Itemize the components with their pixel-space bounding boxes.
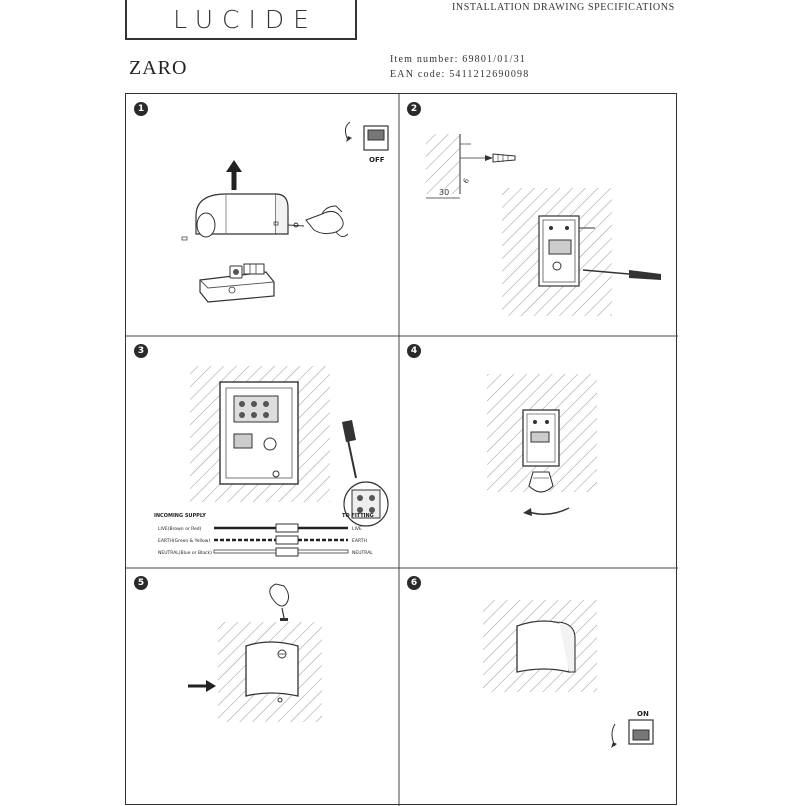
dimension-30: 30 — [439, 188, 449, 197]
step-3-panel: 3 INCOMING SUPPLY TO FITTING LIVE(Brown … — [126, 336, 399, 568]
step-6-illustration: ON — [483, 600, 654, 748]
brand-logo: LUCIDE — [125, 0, 357, 40]
dimension-6: 6 — [462, 177, 471, 185]
step-2-illustration: 30 6 — [426, 134, 661, 316]
step-4-panel: 4 — [399, 336, 678, 568]
step-4-badge: 4 — [407, 344, 421, 358]
document-title: INSTALLATION DRAWING SPECIFICATIONS — [452, 2, 675, 13]
step-6-panel: 6 ON — [399, 568, 678, 806]
brand-name: LUCIDE — [173, 4, 318, 34]
live-left-label: LIVE(Brown or Red) — [158, 526, 202, 532]
on-label: ON — [637, 710, 649, 718]
incoming-supply-label: INCOMING SUPPLY — [154, 513, 206, 519]
step-4-illustration — [487, 374, 597, 516]
step-2-panel: 2 30 6 — [399, 94, 678, 336]
earth-right-label: EARTH — [352, 538, 367, 544]
off-label: OFF — [369, 156, 385, 164]
instruction-sheet: 1 — [125, 93, 678, 806]
neutral-right-label: NEUTRAL — [352, 550, 373, 556]
step-1-panel: 1 — [126, 94, 399, 336]
earth-left-label: EARTH(Green & Yellow) — [158, 538, 210, 544]
step-5-badge: 5 — [134, 576, 148, 590]
step-3-badge: 3 — [134, 344, 148, 358]
ean-code: EAN code: 5411212690098 — [390, 69, 530, 80]
step-2-badge: 2 — [407, 102, 421, 116]
step-1-illustration: OFF — [181, 121, 389, 303]
item-number: Item number: 69801/01/31 — [390, 54, 527, 65]
live-right-label: LIVE — [352, 526, 362, 532]
to-fitting-label: TO FITTING — [342, 513, 374, 519]
product-name: ZARO — [129, 57, 188, 79]
step-3-illustration: INCOMING SUPPLY TO FITTING LIVE(Brown or… — [154, 366, 389, 557]
step-5-illustration — [188, 583, 322, 722]
neutral-left-label: NEUTRAL(Blue or Black) — [158, 550, 212, 556]
step-5-panel: 5 — [126, 568, 399, 806]
step-6-badge: 6 — [407, 576, 421, 590]
panel-grid — [126, 94, 678, 806]
step-1-badge: 1 — [134, 102, 148, 116]
